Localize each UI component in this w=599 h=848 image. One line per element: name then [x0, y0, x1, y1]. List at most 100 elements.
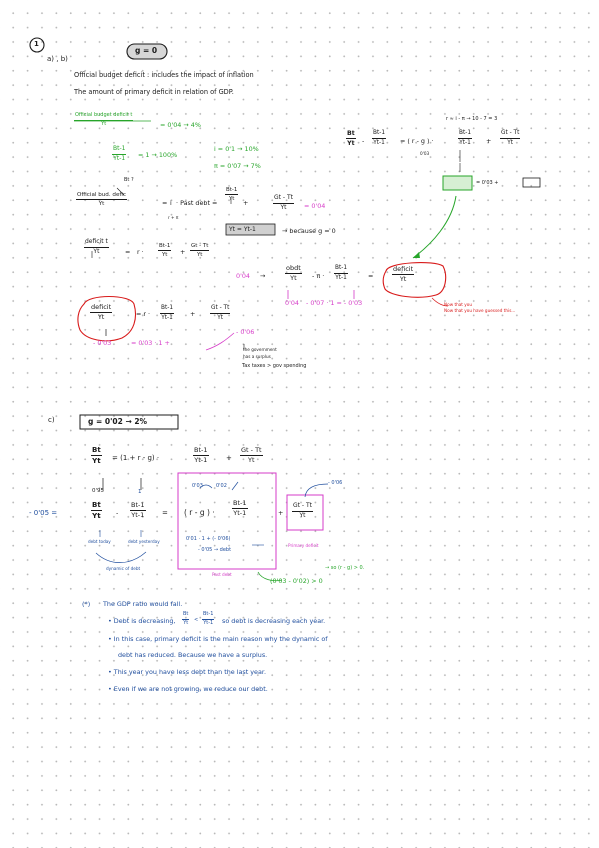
note-2b: so debt is decreasing each year. [222, 617, 326, 625]
eq1-rhs: = (1 + r - g) · [112, 454, 160, 462]
obd-value: = 0'04 → 4% [160, 121, 201, 129]
note-3b: debt has reduced. Because we have a surp… [118, 651, 268, 659]
val-004: 0'04 [285, 299, 299, 307]
eq-sign-3: = [368, 272, 374, 280]
dynamic-of-debt: dynamic of debt [106, 566, 141, 571]
arrow-right-1: → [260, 272, 266, 280]
g-zero-label: g = 0 [135, 46, 158, 55]
green-arrow [412, 195, 457, 259]
eq-r-g: = ( r - g ) · [400, 137, 434, 145]
plus-c1: + [226, 454, 232, 462]
notes-star: (*) [82, 600, 91, 608]
note-1: The GDP ratio would fall. [103, 600, 183, 608]
note-guess-1: Now that you [444, 302, 472, 307]
v1: 1 [138, 489, 142, 495]
debt-ratio-value: = 1 → 100% [138, 151, 178, 159]
v095: 0'95 [92, 488, 105, 494]
r-003: 0'03 [420, 151, 430, 156]
i-symbol: i [170, 199, 172, 207]
eq-c2: = [162, 509, 168, 517]
gov-surplus-1: the government [243, 347, 277, 352]
note-2a: • Debt is decreasing, [108, 617, 176, 625]
calc2: - 0'05 → debt [198, 547, 232, 553]
note-4: • This year you have less debt than the … [108, 668, 266, 676]
plus-right: + [486, 137, 492, 145]
past-debt-label-c: Past debt [212, 572, 232, 577]
r-plus-pi: r + π [168, 215, 179, 220]
r-g-c2: ( r - g ) · [184, 508, 215, 517]
plus-sign-3: + [190, 310, 196, 318]
intro-line-1: Official budget deficit : includes the i… [74, 71, 254, 79]
note-3: • In this case, primary deficit is the m… [108, 635, 328, 643]
note-5: • Even if we are not growing, we reduce … [108, 685, 268, 693]
minus-right: - [362, 137, 365, 145]
green-answer-box [442, 175, 473, 191]
gov-surplus-2: has a surplus [243, 354, 271, 359]
g-value: g = 0'02 → 2% [88, 417, 148, 426]
res-006: - 0'06 [236, 328, 255, 336]
empty-box [522, 177, 541, 188]
val-calc: - 0'07 · 1 = - 0'03 [306, 299, 363, 307]
r-top-formula: r ≈ i - π → 10 - 7 = 3 [446, 116, 498, 122]
tax-spend: Tax taxes > gov spending [242, 363, 307, 369]
eq-sign-1: = [162, 199, 168, 207]
v006: - 0'06 [328, 480, 343, 486]
pi-value: π = 0'07 → 7% [214, 162, 261, 170]
calc1: 0'01 · 1 + (- 0'06) [186, 536, 231, 542]
past-debt-label: · Past debt = [176, 199, 218, 207]
v002: 0'02 [216, 483, 227, 489]
note-2-lt: < [194, 617, 199, 623]
plus-sign-1: + [243, 199, 249, 207]
condition-2: → so (r - g) > 0. [325, 565, 365, 571]
r-dot: r · [137, 248, 144, 256]
res-003: - 0'03 [93, 339, 112, 347]
debt-yesterday: debt yesterday [128, 539, 160, 544]
plus-c2: + [278, 509, 284, 517]
minus-c2: - [116, 509, 119, 517]
because-g-zero: → because g = 0 [282, 227, 336, 235]
part-ab-label: a) , b) [47, 55, 68, 63]
eq2-lhs: - 0'05 = [29, 509, 58, 517]
res-eq: = 0'03 · 1 + [131, 339, 170, 347]
intro-line-2: The amount of primary deficit in relatio… [74, 88, 234, 96]
condition: (0'03 - 0'02) > 0 [270, 577, 323, 585]
eq-004: = 0'04 [304, 202, 326, 210]
res-right: = 0'03 + [476, 180, 499, 186]
eq-sign-2: = [125, 248, 131, 256]
bt-question: Bt ? [124, 177, 134, 183]
r-dot-2: = r · [136, 310, 151, 318]
plus-sign-2: + [180, 248, 186, 256]
line-004: 0'04 [236, 272, 250, 280]
primary-deficit-label: Primary deficit [288, 543, 319, 548]
v003: 0'03 [192, 483, 203, 489]
pi-dot: - π · [312, 272, 325, 280]
note-guess: Now that you have guessed this... [444, 308, 516, 313]
yt-equal-text: Yt = Yt-1 [229, 226, 256, 233]
i-value: i = 0'1 → 10% [214, 145, 259, 153]
